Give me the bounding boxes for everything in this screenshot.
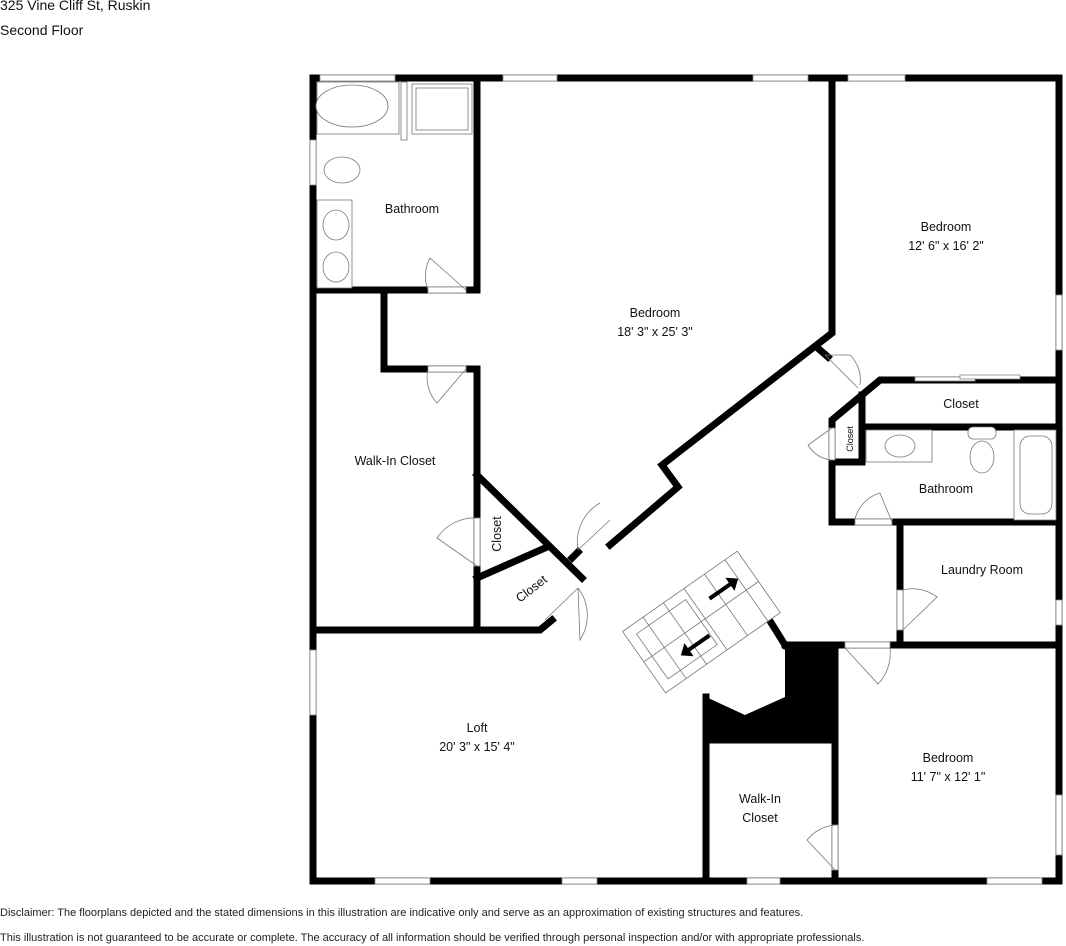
- room-name: Closet: [742, 811, 778, 825]
- room-name: Walk-In: [739, 792, 781, 806]
- windows: [309, 74, 1063, 885]
- room-name: Bathroom: [385, 202, 439, 216]
- room-name: Bedroom: [921, 220, 972, 234]
- disclaimer-line-1: Disclaimer: The floorplans depicted and …: [0, 907, 804, 919]
- staircase: [622, 550, 781, 694]
- bathtub-icon: [315, 84, 389, 128]
- room-name: Closet: [490, 516, 504, 552]
- room-name: Bathroom: [919, 482, 973, 496]
- room-dims: 18' 3" x 25' 3": [617, 325, 693, 339]
- room-labels: Bathroom Bedroom 18' 3" x 25' 3" Bedroom…: [355, 202, 1023, 825]
- fixtures: [315, 81, 1057, 521]
- room-name: Closet: [513, 572, 550, 605]
- room-name: Bedroom: [630, 306, 681, 320]
- room-name: Laundry Room: [941, 563, 1023, 577]
- doors: [424, 257, 938, 871]
- sink-icon: [884, 434, 916, 458]
- room-dims: 11' 7" x 12' 1": [911, 770, 986, 784]
- toilet-icon: [969, 440, 995, 474]
- arrow-down-icon: [680, 633, 711, 657]
- room-name: Bedroom: [923, 751, 974, 765]
- room-name: Walk-In Closet: [355, 454, 436, 468]
- room-dims: 20' 3" x 15' 4": [439, 740, 515, 754]
- disclaimer-line-2: This illustration is not guaranteed to b…: [0, 932, 865, 944]
- arrow-up-icon: [708, 577, 739, 601]
- room-name: Loft: [467, 721, 488, 735]
- bathtub-icon: [1019, 435, 1053, 515]
- sink-icon: [322, 251, 350, 283]
- floor-title: Second Floor: [0, 22, 84, 38]
- sink-icon: [322, 209, 350, 241]
- stair-core: [706, 645, 835, 740]
- room-name: Closet: [943, 397, 979, 411]
- address-title: 325 Vine Cliff St, Ruskin: [0, 0, 151, 13]
- room-dims: 12' 6" x 16' 2": [908, 239, 984, 253]
- toilet-icon: [323, 156, 361, 184]
- room-name: Closet: [845, 426, 855, 452]
